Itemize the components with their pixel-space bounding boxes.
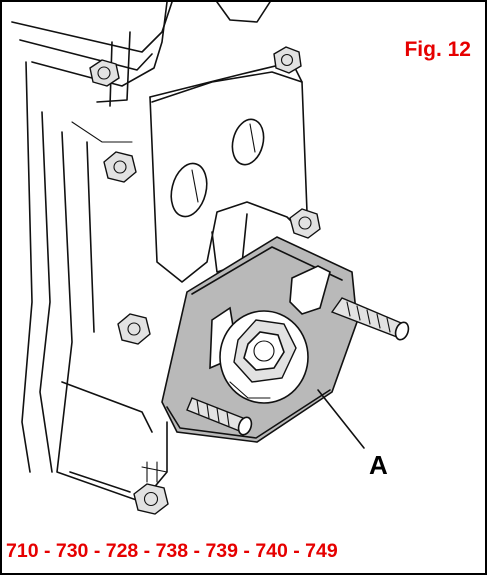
hex-nut-top-left: [89, 59, 120, 87]
hex-nut-top-right: [273, 46, 302, 74]
housing-bolts: [89, 46, 321, 515]
flange-plate-a: [161, 236, 358, 443]
figure-label: Fig. 12: [400, 36, 475, 64]
hex-nut-bottom-left: [133, 461, 169, 515]
upper-bracket: [11, 2, 303, 107]
callout-a-label: A: [369, 450, 388, 480]
model-codes-caption: 710 - 730 - 728 - 738 - 739 - 740 - 749: [6, 540, 338, 562]
housing-body: [21, 61, 308, 503]
stud-left: [186, 397, 253, 436]
hex-nut-mid-right: [289, 208, 321, 239]
hex-nut-mid-left: [103, 151, 137, 183]
stud-right: [330, 297, 410, 341]
hex-nut-lower-left: [117, 313, 151, 345]
callout-leader: [317, 389, 365, 449]
